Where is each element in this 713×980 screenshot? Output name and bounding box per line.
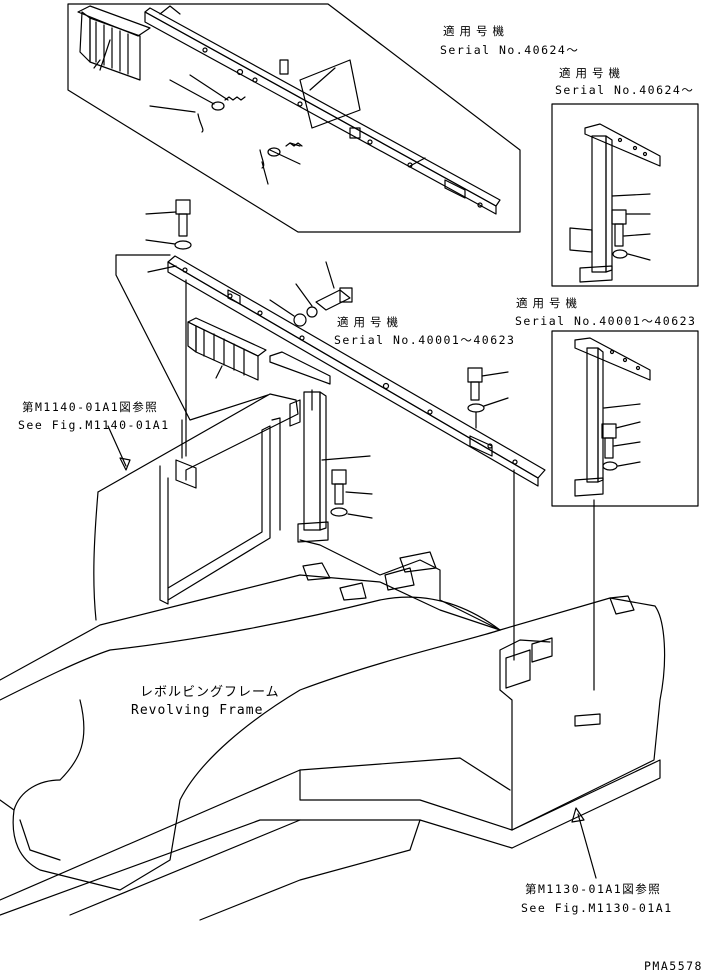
main-bolt-washer-right bbox=[467, 367, 509, 429]
main-bolt-washer-lower bbox=[321, 455, 373, 519]
dust-seal-bracket-outline bbox=[115, 254, 269, 421]
right-inset2-bolt-washer bbox=[601, 423, 618, 471]
drawing-code: PMA5578 bbox=[644, 959, 703, 973]
revolving-frame bbox=[0, 574, 501, 891]
ref-m1140-jp: 第M1140-01A1図参照 bbox=[22, 400, 159, 414]
serial-right1-jp: 適用号機 bbox=[559, 66, 625, 80]
frame-label-jp: レボルビングフレーム bbox=[140, 685, 280, 700]
top-inset-cover-bar bbox=[144, 5, 501, 215]
ref-m1130-jp: 第M1130-01A1図参照 bbox=[525, 882, 662, 896]
reference-leaders bbox=[107, 279, 597, 879]
ref-m1130-en: See Fig.M1130-01A1 bbox=[521, 901, 673, 915]
top-inset-spring-washer-pin bbox=[197, 96, 303, 169]
main-bolt-washer-left bbox=[145, 199, 192, 250]
right-inset1-leaders bbox=[611, 193, 651, 261]
frame-label-en: Revolving Frame bbox=[131, 703, 264, 718]
serial-mid-en: Serial No.40001～40623 bbox=[334, 333, 516, 347]
serial-top-en: Serial No.40624～ bbox=[440, 43, 580, 57]
counterweight-body bbox=[299, 539, 666, 831]
serial-right2-jp: 適用号機 bbox=[516, 296, 582, 310]
right-inset2-box bbox=[551, 330, 699, 507]
main-support-bracket bbox=[269, 351, 331, 543]
right-inset1-bolt-washer bbox=[611, 209, 628, 259]
top-inset-leaders bbox=[99, 39, 426, 185]
serial-right2-en: Serial No.40001～40623 bbox=[515, 314, 697, 328]
top-inset-dust-seal bbox=[77, 5, 151, 81]
right-inset2-leaders bbox=[603, 403, 641, 467]
main-bolt-washer-middle bbox=[269, 261, 353, 327]
serial-top-jp: 適用号機 bbox=[443, 24, 509, 38]
top-inset-box bbox=[67, 3, 521, 233]
right-inset1-bracket bbox=[569, 123, 661, 283]
serial-right1-en: Serial No.40624～ bbox=[555, 83, 695, 97]
main-dust-seal bbox=[187, 317, 267, 381]
right-inset1-box bbox=[551, 103, 699, 287]
ref-m1140-en: See Fig.M1140-01A1 bbox=[18, 418, 170, 432]
main-cover-bar bbox=[147, 255, 546, 487]
lower-frame-beams bbox=[0, 757, 661, 921]
serial-mid-jp: 適用号機 bbox=[337, 315, 403, 329]
right-inset2-bracket bbox=[574, 337, 651, 497]
